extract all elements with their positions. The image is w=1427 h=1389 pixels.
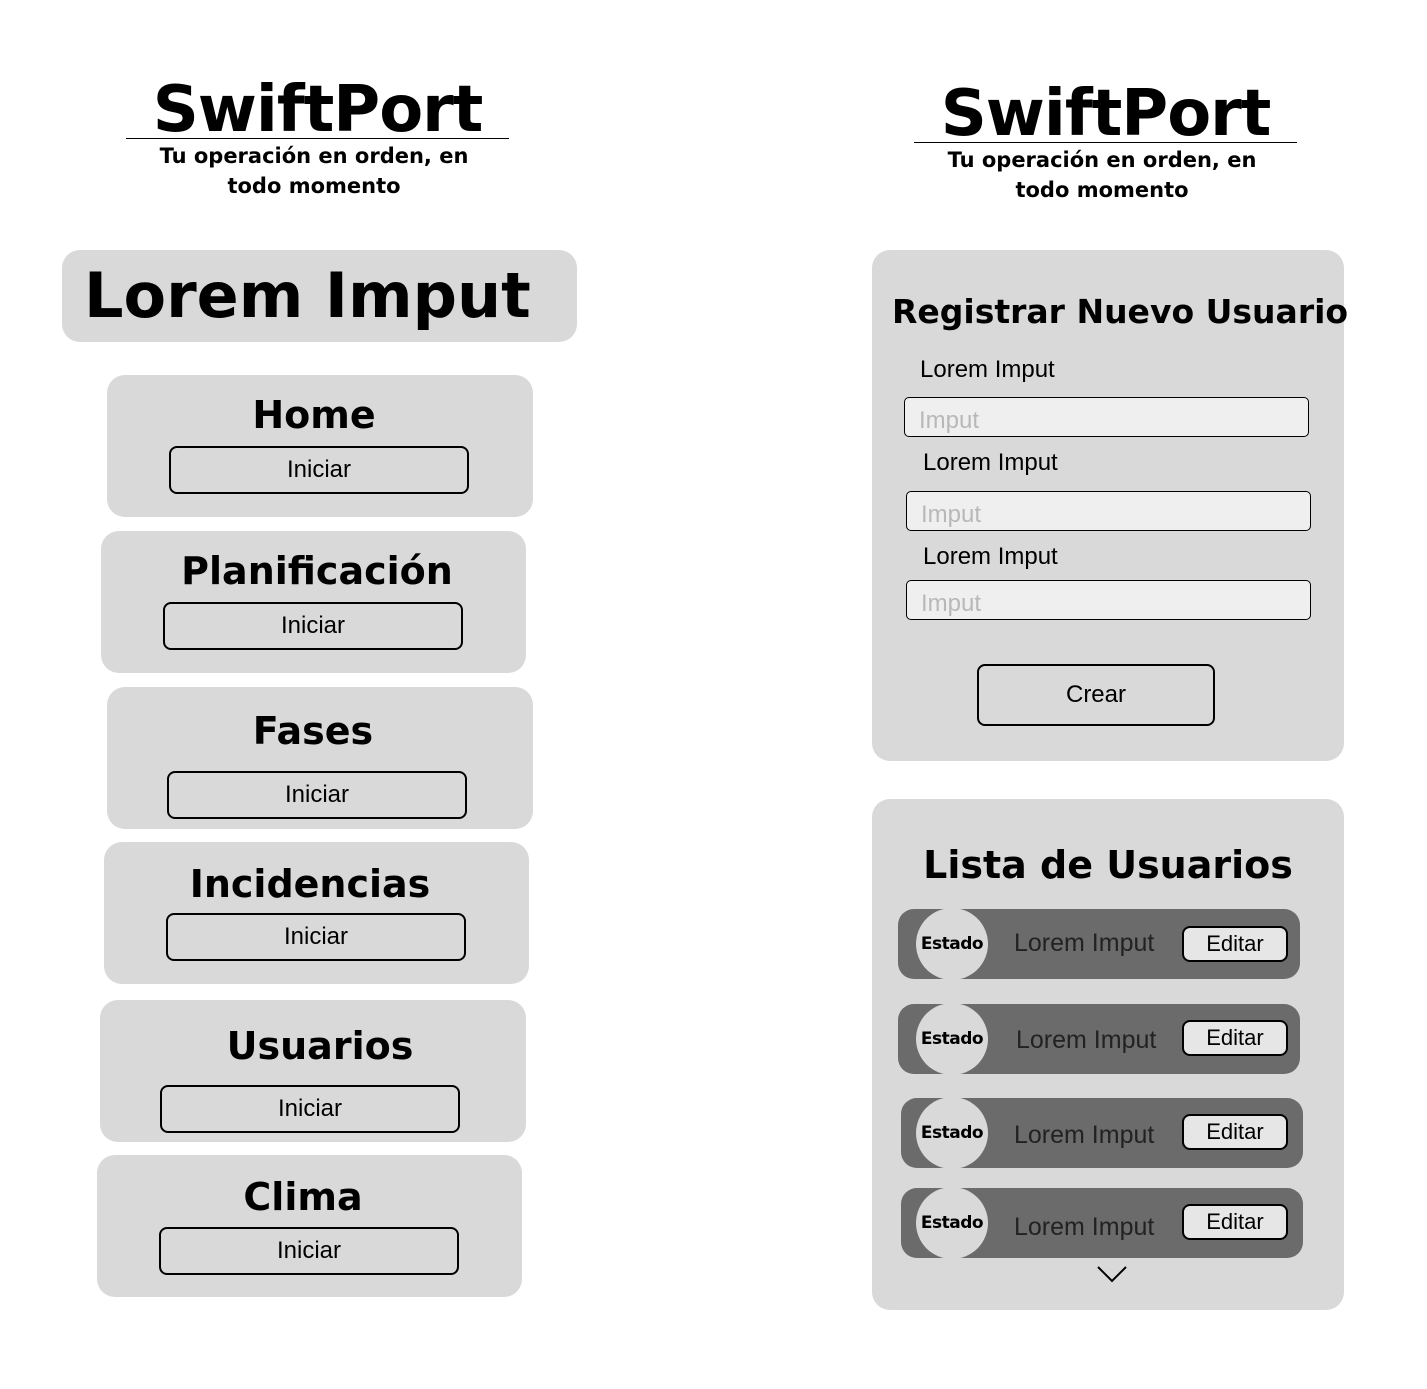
card-clima: Clima Iniciar: [97, 1155, 522, 1297]
brand-tagline: Tu operación en orden, en todo momento: [914, 145, 1290, 205]
card-title: Incidencias: [189, 862, 431, 906]
brand-rule: [914, 142, 1297, 143]
field-label: Lorem Imput: [923, 543, 1058, 570]
user-name: Lorem Imput: [1014, 1121, 1155, 1149]
card-title: Planificación: [181, 549, 453, 593]
user-name: Lorem Imput: [1014, 929, 1155, 957]
user-row: Estado Lorem Imput Editar: [898, 1003, 1300, 1075]
card-title: Fases: [252, 709, 374, 753]
user-row: Estado Lorem Imput Editar: [901, 1187, 1303, 1259]
iniciar-button-incidencias[interactable]: Iniciar: [166, 913, 466, 961]
user-row: Estado Lorem Imput Editar: [901, 1097, 1303, 1169]
text-input-2[interactable]: [906, 491, 1311, 531]
register-form-panel: Registrar Nuevo Usuario Lorem Imput Lore…: [872, 250, 1348, 761]
brand-title: SwiftPort: [940, 77, 1272, 151]
brand-tagline: Tu operación en orden, en todo momento: [126, 141, 502, 201]
page-title: Lorem Imput: [84, 259, 531, 332]
iniciar-button-planificacion[interactable]: Iniciar: [163, 602, 463, 650]
status-badge: Estado: [916, 1187, 988, 1259]
brand-rule: [126, 138, 509, 139]
crear-button[interactable]: Crear: [977, 664, 1215, 726]
iniciar-button-home[interactable]: Iniciar: [169, 446, 469, 494]
chevron-down-icon[interactable]: [1096, 1263, 1128, 1285]
brand-title: SwiftPort: [152, 73, 484, 147]
editar-button[interactable]: Editar: [1182, 1204, 1288, 1240]
card-title: Clima: [243, 1175, 363, 1219]
user-list-panel: Lista de Usuarios Estado Lorem Imput Edi…: [872, 799, 1344, 1310]
card-incidencias: Incidencias Iniciar: [104, 842, 529, 984]
iniciar-button-usuarios[interactable]: Iniciar: [160, 1085, 460, 1133]
tagline-line-2: todo momento: [1015, 178, 1189, 202]
card-title: Usuarios: [226, 1024, 414, 1068]
user-name: Lorem Imput: [1016, 1026, 1157, 1054]
user-row: Estado Lorem Imput Editar: [898, 908, 1300, 980]
page-header: Lorem Imput: [62, 250, 577, 342]
editar-button[interactable]: Editar: [1182, 1114, 1288, 1150]
card-planificacion: Planificación Iniciar: [101, 531, 526, 673]
iniciar-button-clima[interactable]: Iniciar: [159, 1227, 459, 1275]
field-label: Lorem Imput: [920, 356, 1055, 383]
card-usuarios: Usuarios Iniciar: [100, 1000, 526, 1142]
user-list-title: Lista de Usuarios: [923, 843, 1293, 887]
status-badge: Estado: [916, 1003, 988, 1075]
text-input-3[interactable]: [906, 580, 1311, 620]
field-label: Lorem Imput: [923, 449, 1058, 476]
tagline-line-1: Tu operación en orden, en: [947, 148, 1257, 172]
tagline-line-2: todo momento: [227, 174, 401, 198]
editar-button[interactable]: Editar: [1182, 926, 1288, 962]
card-fases: Fases Iniciar: [107, 687, 533, 829]
form-title: Registrar Nuevo Usuario: [892, 292, 1349, 331]
tagline-line-1: Tu operación en orden, en: [159, 144, 469, 168]
card-title: Home: [252, 393, 376, 437]
text-input-1[interactable]: [904, 397, 1309, 437]
status-badge: Estado: [916, 908, 988, 980]
card-home: Home Iniciar: [107, 375, 533, 517]
user-name: Lorem Imput: [1014, 1213, 1155, 1241]
editar-button[interactable]: Editar: [1182, 1020, 1288, 1056]
status-badge: Estado: [916, 1097, 988, 1169]
iniciar-button-fases[interactable]: Iniciar: [167, 771, 467, 819]
